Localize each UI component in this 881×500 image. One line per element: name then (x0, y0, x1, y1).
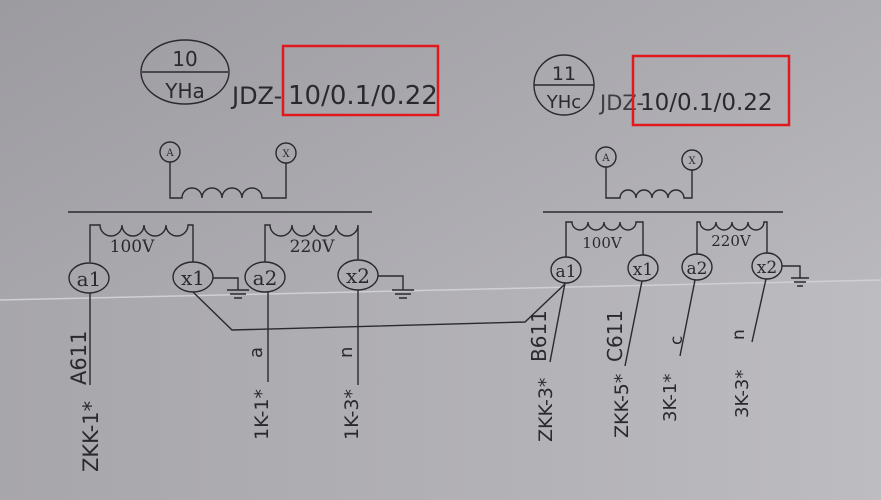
left-terminal-x2: x2 (346, 264, 370, 288)
right-symbol-number: 11 (552, 63, 576, 85)
right-wire-a1 (549, 282, 566, 363)
left-symbol-number: 10 (172, 47, 197, 71)
left-100v-coil (89, 224, 194, 262)
right-ratio-highlight-box (631, 54, 791, 127)
left-terminal-a2: a2 (253, 266, 278, 290)
right-wire-terminal-2: ZKK-5* (611, 374, 633, 438)
right-terminals: a1 x1 a2 x2 (550, 252, 783, 284)
right-wire-terminal-3: 3K-1* (660, 374, 681, 422)
left-wire-label-2: a (246, 347, 267, 358)
left-wire-label-3: n (336, 347, 357, 358)
right-wire-label-2: C611 (603, 310, 627, 362)
left-wire-terminal-2: 1K-1* (251, 389, 273, 440)
left-terminal-a1: a1 (77, 267, 102, 291)
right-wire-x1 (624, 280, 643, 367)
right-220v-coil (696, 221, 768, 254)
right-wire-label-1: B611 (527, 310, 551, 362)
left-symbol-code: YHa (164, 79, 205, 103)
right-wire-label-3: c (667, 336, 687, 345)
left-220v-coil (264, 224, 359, 262)
right-terminal-x1: x1 (633, 260, 653, 280)
right-wire-terminal-4: 3K-3* (732, 370, 753, 418)
right-primary-winding: A X (595, 146, 703, 199)
right-terminal-a1: a1 (556, 262, 577, 282)
right-wire-label-4: n (729, 329, 749, 340)
left-100v-label: 100V (110, 237, 155, 257)
right-primary-X: X (688, 156, 696, 167)
left-ground-icon-2 (378, 275, 414, 299)
left-wire-label-1: A611 (67, 331, 91, 385)
left-model-ratio: 10/0.1/0.22 (288, 81, 438, 111)
left-terminal-x1: x1 (181, 266, 205, 290)
left-transformer: 10 YHa JDZ- 10/0.1/0.22 A X 100V 220V a1… (67, 39, 566, 472)
cross-wire-x1-to-a1 (192, 283, 566, 331)
left-symbol: 10 YHa (140, 39, 230, 105)
left-primary-winding: A X (159, 141, 297, 199)
right-symbol-code: YHc (546, 92, 581, 113)
left-primary-A: A (165, 148, 174, 159)
left-wire-terminal-3: 1K-3* (341, 389, 363, 440)
right-transformer: 11 YHc JDZ- 10/0.1/0.22 A X 100V 220V a1… (527, 54, 809, 442)
right-wire-a2 (679, 279, 696, 357)
left-220v-label: 220V (290, 237, 335, 257)
left-primary-X: X (282, 149, 290, 160)
right-terminal-a2: a2 (687, 259, 708, 279)
left-wire-terminal-1: ZKK-1* (79, 401, 103, 472)
right-model-ratio: 10/0.1/0.22 (640, 90, 773, 116)
left-model-prefix: JDZ- (230, 82, 282, 110)
right-model-prefix: JDZ- (598, 91, 644, 115)
paper-lower-fold (0, 280, 881, 500)
right-220v-label: 220V (711, 232, 752, 250)
right-wire-terminal-1: ZKK-3* (535, 378, 557, 442)
left-terminals: a1 x1 a2 x2 (68, 259, 379, 294)
right-wire-x2 (751, 278, 767, 343)
right-primary-A: A (601, 153, 610, 164)
paper-fold-line (0, 279, 881, 301)
right-100v-label: 100V (582, 234, 623, 252)
right-terminal-x2: x2 (757, 258, 777, 278)
left-ground-icon-1 (213, 277, 249, 299)
right-symbol: 11 YHc (533, 54, 595, 116)
left-ratio-highlight-box (281, 44, 440, 117)
right-ground-icon (782, 265, 809, 287)
right-100v-coil (565, 221, 644, 257)
